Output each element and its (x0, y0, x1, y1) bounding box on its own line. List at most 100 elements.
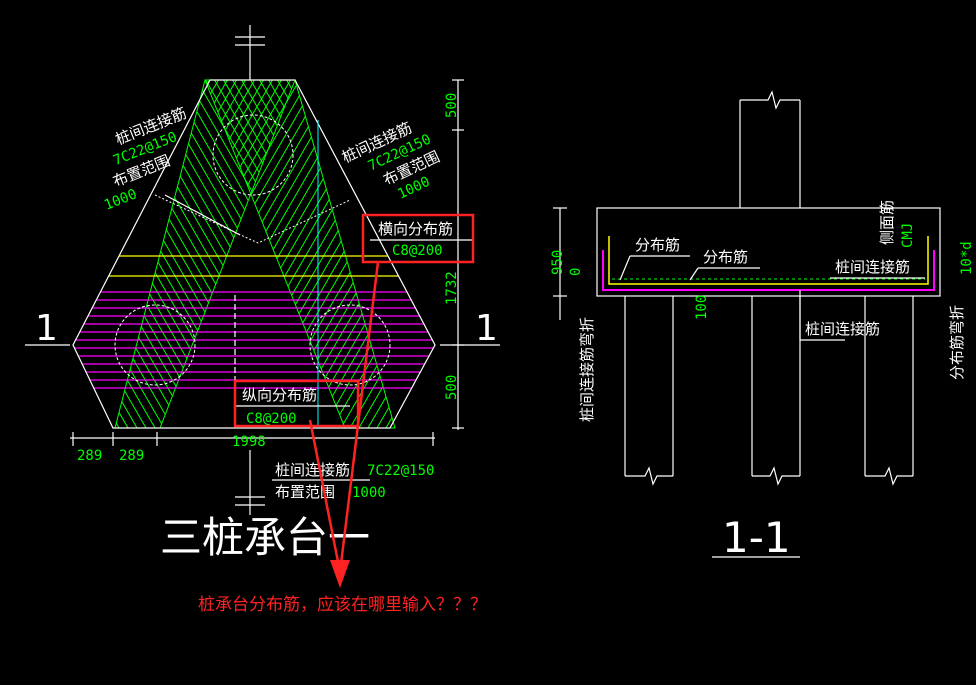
hatch-line (0, 60, 77, 440)
horizontal-dist-value: C8@200 (392, 243, 443, 259)
dim-100: 100 (694, 295, 710, 320)
cap-body (596, 207, 941, 297)
hatch-line (0, 60, 122, 440)
hatch-line (0, 60, 158, 440)
hatch-line (297, 80, 395, 428)
vertical-dist-name: 纵向分布筋 (242, 386, 317, 404)
hatch-line (193, 80, 295, 428)
hatch-line (205, 80, 303, 428)
dist-bar-b: 分布筋 (703, 248, 748, 266)
hatch-line (0, 60, 59, 440)
hatch-line (0, 60, 68, 440)
highlight-horizontal (361, 213, 475, 264)
cap-outline (72, 79, 436, 429)
hatch-line (509, 60, 729, 440)
bottom-bar-yellow (608, 236, 929, 285)
dim-left-b: 289 (119, 448, 144, 464)
hatch-line (0, 60, 72, 440)
hatch-line (205, 80, 312, 428)
bottom-label-value2: 1000 (352, 485, 386, 501)
magenta-band (73, 291, 435, 389)
hatch-line (205, 80, 395, 428)
hatch-line (315, 80, 395, 428)
hatch-line (115, 80, 199, 428)
hatch-line (115, 80, 208, 428)
pile-link-b: 桩间连接筋 (805, 320, 880, 338)
pile-left (114, 304, 196, 386)
link-zigzag (154, 194, 351, 244)
hatch-line (0, 60, 50, 440)
hatch-line (0, 60, 140, 440)
hatch-line (115, 80, 118, 428)
hatch-line (324, 80, 395, 428)
hatch-line (115, 80, 235, 428)
hatch-line (288, 80, 395, 428)
dim-height: 950 (550, 250, 566, 275)
hatch-line (0, 60, 104, 440)
hatch-line (0, 60, 99, 440)
section-mark-right: 1 (475, 308, 498, 349)
highlight-vertical (233, 379, 360, 428)
hatch-line (205, 80, 294, 428)
hatch-line (205, 80, 231, 428)
dim-middle: 1732 (444, 271, 460, 305)
hatch-line (0, 60, 36, 440)
hatch-line (0, 60, 41, 440)
hatch-line (238, 80, 295, 428)
hatch-line (0, 60, 23, 440)
yellow-lines (73, 255, 435, 277)
bottom-label-line2: 布置范围 (275, 483, 335, 501)
dim-top: 500 (444, 93, 460, 118)
leg-hatch-right (0, 60, 395, 440)
plan-title: 三桩承台一 (160, 513, 370, 562)
hatch-line (115, 80, 181, 428)
hatch-line (115, 80, 226, 428)
hatch-line (205, 80, 321, 428)
hatch-line (0, 60, 131, 440)
hatch-line (581, 60, 801, 440)
hatch-line (428, 60, 648, 440)
hatch-line (306, 80, 395, 428)
hatch-line (0, 60, 32, 440)
vertical-dist-value: C8@200 (246, 411, 297, 427)
hatch-line (437, 60, 657, 440)
hatch-line (0, 60, 86, 440)
hatch-line (590, 60, 810, 440)
bottom-label-value1: 7C22@150 (367, 463, 434, 479)
hatch-line (184, 80, 295, 428)
hatch-line (0, 60, 27, 440)
hatch-line (166, 80, 295, 428)
hatch-line (115, 80, 172, 428)
section-view: 分布筋 分布筋 桩间连接筋 桩间连接筋 侧面筋 CMJ 10*d 分布筋弯折 桩… (550, 90, 975, 562)
side-bar-code: CMJ (900, 223, 916, 248)
hatch-line (115, 80, 154, 428)
plan-view: 1 1 500 1732 500 289 289 1998 桩间连接筋 7C22… (0, 25, 810, 562)
side-bar: 侧面筋 (878, 200, 896, 245)
hatch-line (0, 60, 45, 440)
section-mark-left: 1 (35, 308, 58, 349)
dim-zero: 0 (568, 268, 584, 276)
question-text: 桩承台分布筋，应该在哪里输入？？？ (198, 595, 487, 615)
pile-top (212, 114, 294, 196)
dist-bar-a: 分布筋 (635, 236, 680, 254)
hatch-line (0, 60, 5, 440)
hatch-line (115, 80, 136, 428)
hatch-line (0, 60, 63, 440)
hatch-line (356, 60, 576, 440)
pile-link-a: 桩间连接筋 (835, 258, 910, 276)
hatch-line (0, 60, 95, 440)
hatch-line (205, 80, 285, 428)
hatch-line (0, 60, 18, 440)
hatch-line (0, 60, 81, 440)
section-title: 1-1 (722, 513, 791, 562)
label-right: 桩间连接筋 7C22@150 布置范围 1000 (339, 119, 442, 203)
hatch-line (279, 80, 395, 428)
red-arrow (308, 261, 380, 588)
hatch-line (229, 80, 295, 428)
pile-link-bend: 桩间连接筋弯折 (578, 317, 596, 422)
dim-width: 1998 (232, 434, 266, 450)
hatch-line (211, 80, 295, 428)
hatch-line (572, 60, 792, 440)
hatch-line (0, 60, 90, 440)
